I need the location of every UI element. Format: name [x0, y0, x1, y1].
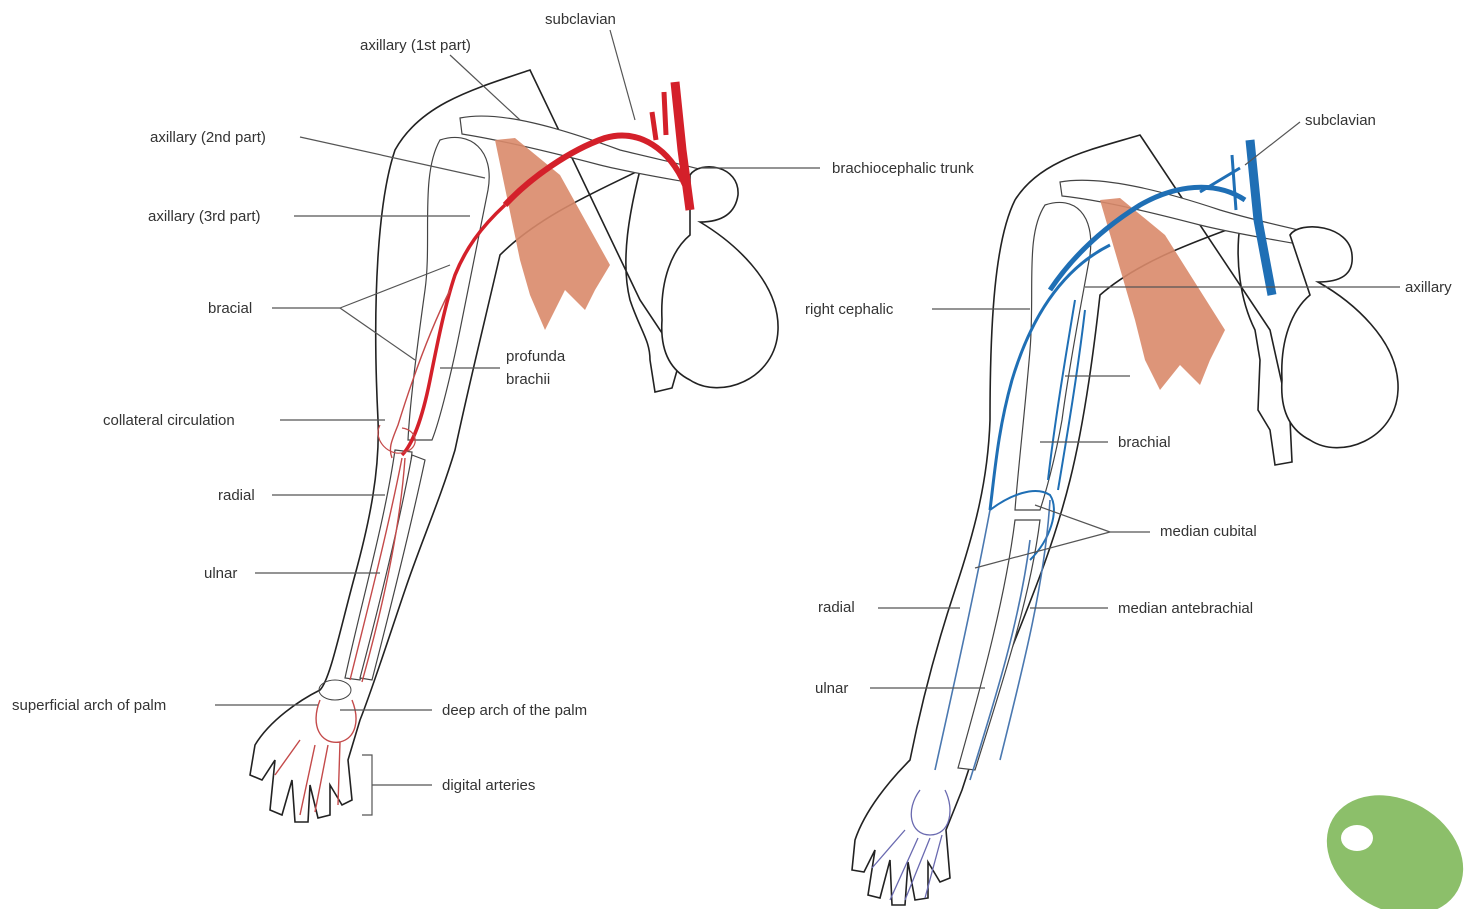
label-right-cephalic: right cephalic — [805, 301, 894, 318]
right-heart — [1282, 227, 1398, 448]
label-superficial-arch: superficial arch of palm — [12, 697, 166, 714]
brachiocephalic-trunk-vessel — [675, 82, 690, 210]
subclavian-branch-vessel — [652, 92, 666, 140]
label-arterial-ulnar: ulnar — [204, 565, 237, 582]
label-profunda: profunda — [506, 348, 566, 365]
label-axillary-1st-part: axillary (1st part) — [360, 37, 471, 54]
label-axillary-2nd-part: axillary (2nd part) — [150, 129, 266, 146]
label-arterial-brachial: bracial — [208, 300, 252, 317]
label-median-cubital: median cubital — [1160, 523, 1257, 540]
label-collateral-circulation: collateral circulation — [103, 412, 235, 429]
label-median-antebrachial: median antebrachial — [1118, 600, 1253, 617]
label-digital-arteries: digital arteries — [442, 777, 535, 794]
label-venous-radial: radial — [818, 599, 855, 616]
label-axillary-3rd-part: axillary (3rd part) — [148, 208, 261, 225]
green-oval-logo-icon — [1305, 771, 1480, 909]
label-brachiocephalic-trunk: brachiocephalic trunk — [832, 160, 974, 177]
label-venous-brachial: brachial — [1118, 434, 1171, 451]
left-heart — [662, 167, 778, 388]
label-venous-ulnar: ulnar — [815, 680, 848, 697]
vein-branch-vessel — [1200, 155, 1240, 210]
label-venous-axillary: axillary — [1405, 279, 1452, 296]
label-brachii: brachii — [506, 371, 550, 388]
label-venous-subclavian: subclavian — [1305, 112, 1376, 129]
label-deep-arch: deep arch of the palm — [442, 702, 587, 719]
venous-arm-figure — [852, 135, 1398, 905]
subclavian-vein-vessel — [1250, 140, 1272, 295]
label-arterial-subclavian: subclavian — [545, 11, 616, 28]
label-arterial-radial: radial — [218, 487, 255, 504]
